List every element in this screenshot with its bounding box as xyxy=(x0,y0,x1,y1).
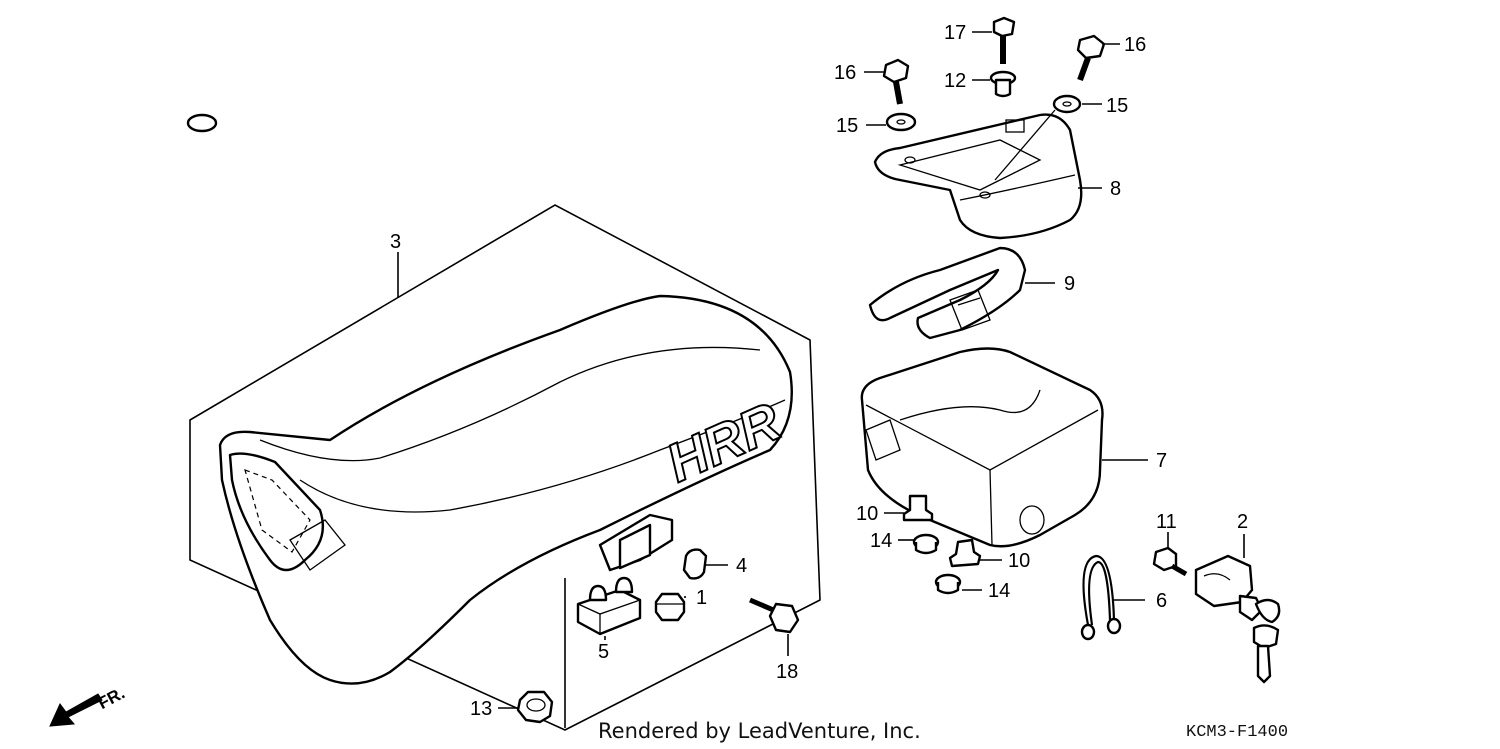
callout-10a: 10 xyxy=(856,503,878,525)
callout-16b: 16 xyxy=(1124,34,1146,56)
callout-6: 6 xyxy=(1156,590,1167,612)
callout-16a: 16 xyxy=(834,62,856,84)
part-storage-bag-7[interactable] xyxy=(860,347,1104,548)
part-bolt-18[interactable] xyxy=(749,597,800,634)
callout-12: 12 xyxy=(944,70,966,92)
part-washer-15a-real[interactable] xyxy=(885,112,917,132)
part-pin-10b[interactable] xyxy=(948,538,982,568)
callout-1: 1 xyxy=(696,587,707,609)
callout-15a: 15 xyxy=(836,115,858,137)
part-bolt-16b[interactable] xyxy=(1076,34,1106,82)
callout-18: 18 xyxy=(776,661,798,683)
part-washer-15b[interactable] xyxy=(1052,94,1082,114)
part-bolt-17[interactable] xyxy=(992,16,1016,64)
callout-10b: 10 xyxy=(1008,550,1030,572)
callout-5: 5 xyxy=(598,641,609,663)
part-bushing-4[interactable] xyxy=(682,548,708,580)
render-credit: Rendered by LeadVenture, Inc. xyxy=(598,719,921,743)
callout-14b: 14 xyxy=(988,580,1010,602)
seat-assembly-bracket xyxy=(189,204,821,731)
part-nut-1[interactable] xyxy=(654,592,686,622)
diagram-code: KCM3-F1400 xyxy=(1186,723,1288,742)
part-wire-cable-6[interactable] xyxy=(1080,554,1122,641)
callout-4: 4 xyxy=(736,555,747,577)
callout-17: 17 xyxy=(944,22,966,44)
seat[interactable]: HRR xyxy=(218,294,793,685)
part-strap-9[interactable] xyxy=(868,246,1027,340)
front-arrow-icon xyxy=(49,693,103,727)
callout-15b: 15 xyxy=(1106,95,1128,117)
part-grommet-14b[interactable] xyxy=(934,573,962,595)
part-rubber-block-5[interactable] xyxy=(576,576,642,636)
callout-2: 2 xyxy=(1237,511,1248,533)
part-grommet-14a[interactable] xyxy=(912,533,940,555)
part-pin-10a[interactable] xyxy=(902,494,934,522)
callout-3: 3 xyxy=(390,231,401,253)
callout-8: 8 xyxy=(1110,178,1121,200)
callout-11: 11 xyxy=(1156,511,1177,533)
callout-14a: 14 xyxy=(870,530,892,552)
callout-9: 9 xyxy=(1064,273,1075,295)
callout-7: 7 xyxy=(1156,450,1167,472)
callout-13: 13 xyxy=(470,698,492,720)
part-bolt-16a[interactable] xyxy=(882,58,910,105)
part-washer-15a[interactable] xyxy=(186,113,218,133)
leader-15b-ext xyxy=(994,109,1056,181)
part-grommet-13[interactable] xyxy=(516,690,554,724)
part-cover-plate-8[interactable] xyxy=(873,113,1083,240)
part-screw-11[interactable] xyxy=(1152,546,1188,577)
part-seat-lock-2[interactable] xyxy=(1194,554,1281,684)
part-collar-12[interactable] xyxy=(989,70,1017,98)
direction-label: FR. xyxy=(95,683,128,713)
